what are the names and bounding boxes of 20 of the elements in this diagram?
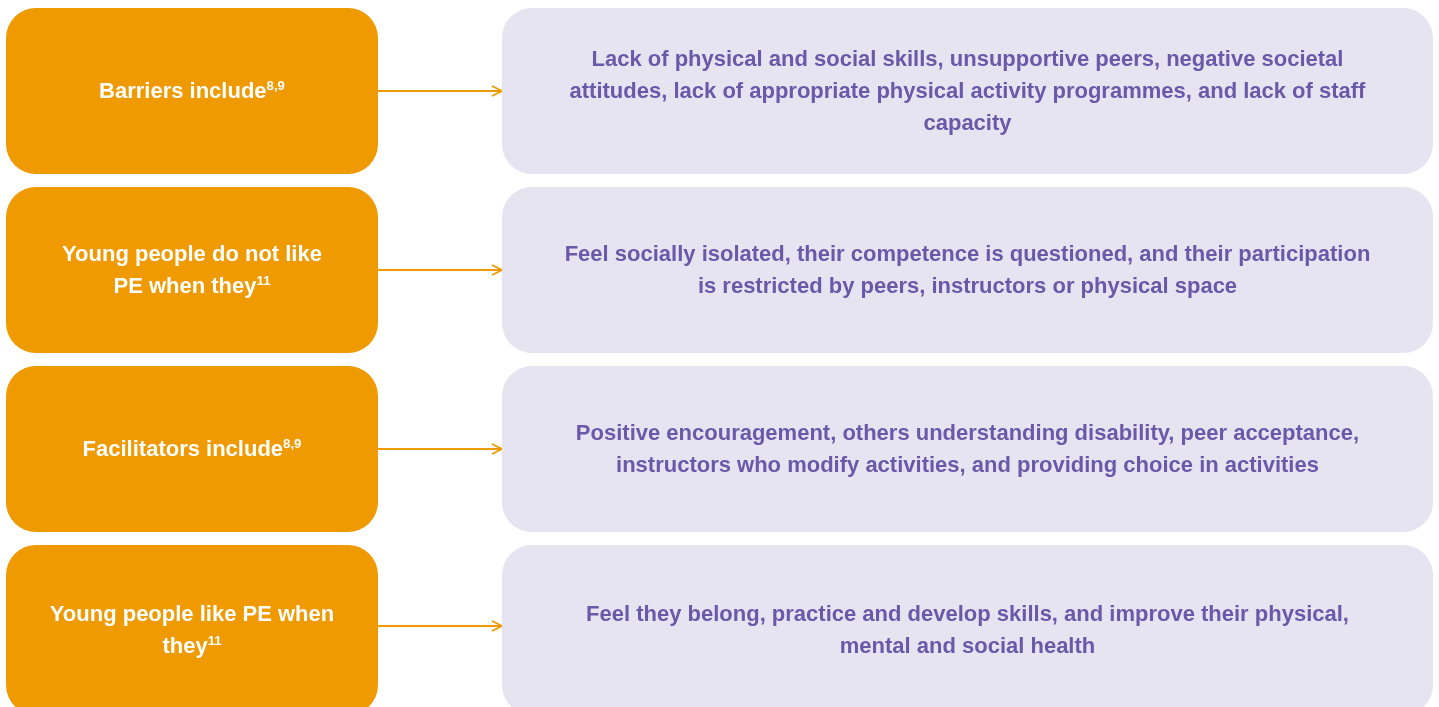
arrow	[377, 85, 503, 97]
description-box	[502, 8, 1433, 174]
description-text: Positive encouragement, others understanding disability, peer acceptance, instructors who modify activities, and providing choice in activities	[574, 419, 1361, 479]
category-box	[6, 8, 378, 174]
category-text: Young people do not like PE when they$^{11}$	[61, 240, 323, 300]
description-text: Lack of physical and social skills, unsupportive peers, negative societal attitudes, lack of appropriate physical activity programmes, and lack of staff capacity	[568, 45, 1367, 137]
description-text: Feel socially isolated, their competence is questioned, and their participation is restricted by peers, instructors or physical space	[563, 240, 1372, 300]
arrow	[377, 264, 503, 276]
category-text: Facilitators include$^{8,9}$	[82, 435, 302, 463]
description-box	[502, 187, 1433, 353]
category-box	[6, 366, 378, 532]
arrow	[377, 443, 503, 455]
category-text: Barriers include$^{8,9}$	[99, 77, 285, 105]
description-box	[502, 545, 1433, 707]
category-text: Young people like PE when they$^{11}$	[48, 600, 336, 660]
category-box	[6, 545, 378, 707]
description-box	[502, 366, 1433, 532]
description-text: Feel they belong, practice and develop skills, and improve their physical, mental and social health	[585, 600, 1350, 660]
category-box	[6, 187, 378, 353]
arrow	[377, 620, 503, 632]
